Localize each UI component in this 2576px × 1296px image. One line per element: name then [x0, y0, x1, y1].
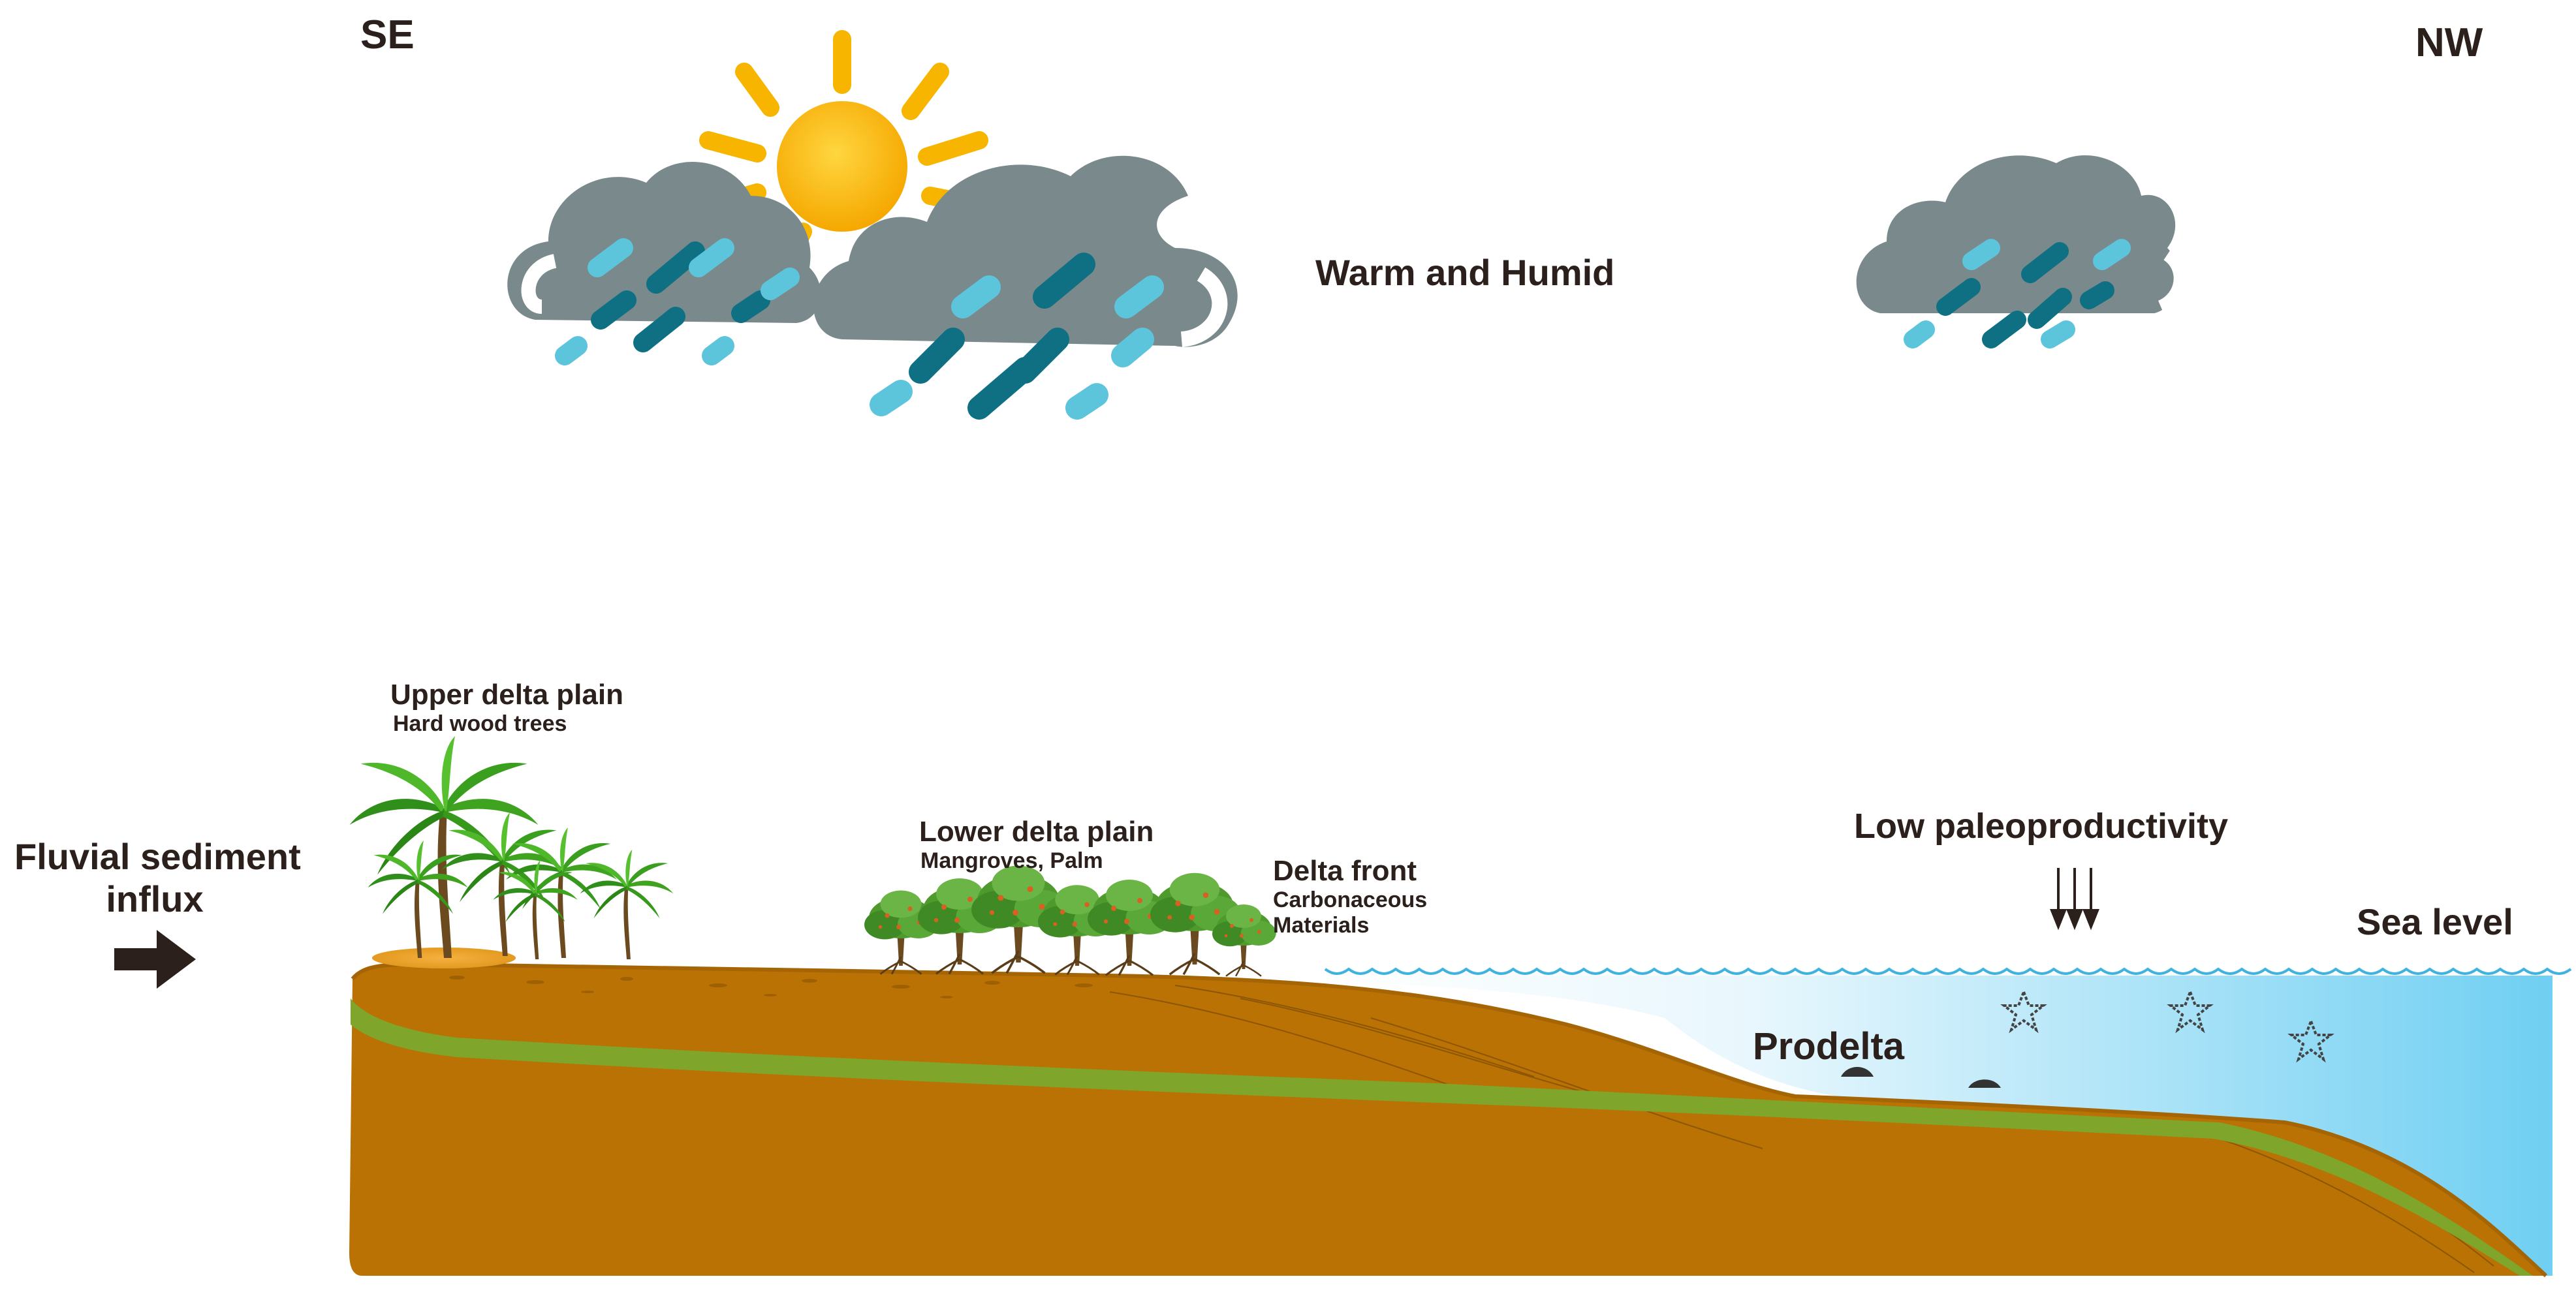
palm-tree-icon: [349, 736, 674, 959]
delta-front-sub1: Carbonaceous: [1273, 887, 1428, 912]
influx-line1: Fluvial sediment: [14, 836, 301, 877]
rain-cloud-icon: [813, 155, 1238, 420]
lower-delta-plain-sub: Mangroves, Palm: [920, 848, 1103, 873]
sea-water: [1325, 976, 2552, 1276]
delta-front-sub2: Materials: [1273, 913, 1370, 938]
down-arrow-icon: [2050, 868, 2099, 931]
influx-label: Fluvial sediment influx: [14, 835, 301, 920]
lower-delta-plain-title: Lower delta plain: [919, 816, 1154, 848]
orientation-se-label: SE: [360, 12, 415, 57]
climate-label: Warm and Humid: [1315, 252, 1615, 293]
influx-line2: influx: [106, 878, 204, 919]
sediment-body: [349, 962, 2548, 1278]
rain-cloud-icon: [1856, 155, 2187, 348]
upper-delta-plain-title: Upper delta plain: [390, 679, 623, 711]
sea-level-waves: [1324, 967, 2572, 975]
shell-icon: [1841, 1067, 2001, 1088]
lower-delta-plain-block: Lower delta plain Mangroves, Palm: [919, 816, 1154, 874]
delta-front-title: Delta front: [1273, 855, 1417, 887]
organic-green-layer: [351, 998, 2533, 1276]
island: [372, 948, 516, 968]
mangrove-tree-icon: [863, 864, 1278, 978]
delta-front-block: Delta front Carbonaceous Materials: [1273, 855, 1427, 938]
upper-delta-plain-sub: Hard wood trees: [393, 711, 567, 736]
sea-level-label: Sea level: [2357, 901, 2513, 942]
upper-delta-plain-block: Upper delta plain Hard wood trees: [390, 679, 623, 737]
orientation-nw-label: NW: [2415, 20, 2483, 65]
low-paleoproductivity-label: Low paleoproductivity: [1854, 807, 2229, 846]
prodelta-label: Prodelta: [1753, 1025, 1905, 1068]
wave-line: [1324, 967, 2572, 975]
rain-cloud-icon: [507, 161, 821, 365]
arrow-right-icon: [114, 930, 196, 989]
